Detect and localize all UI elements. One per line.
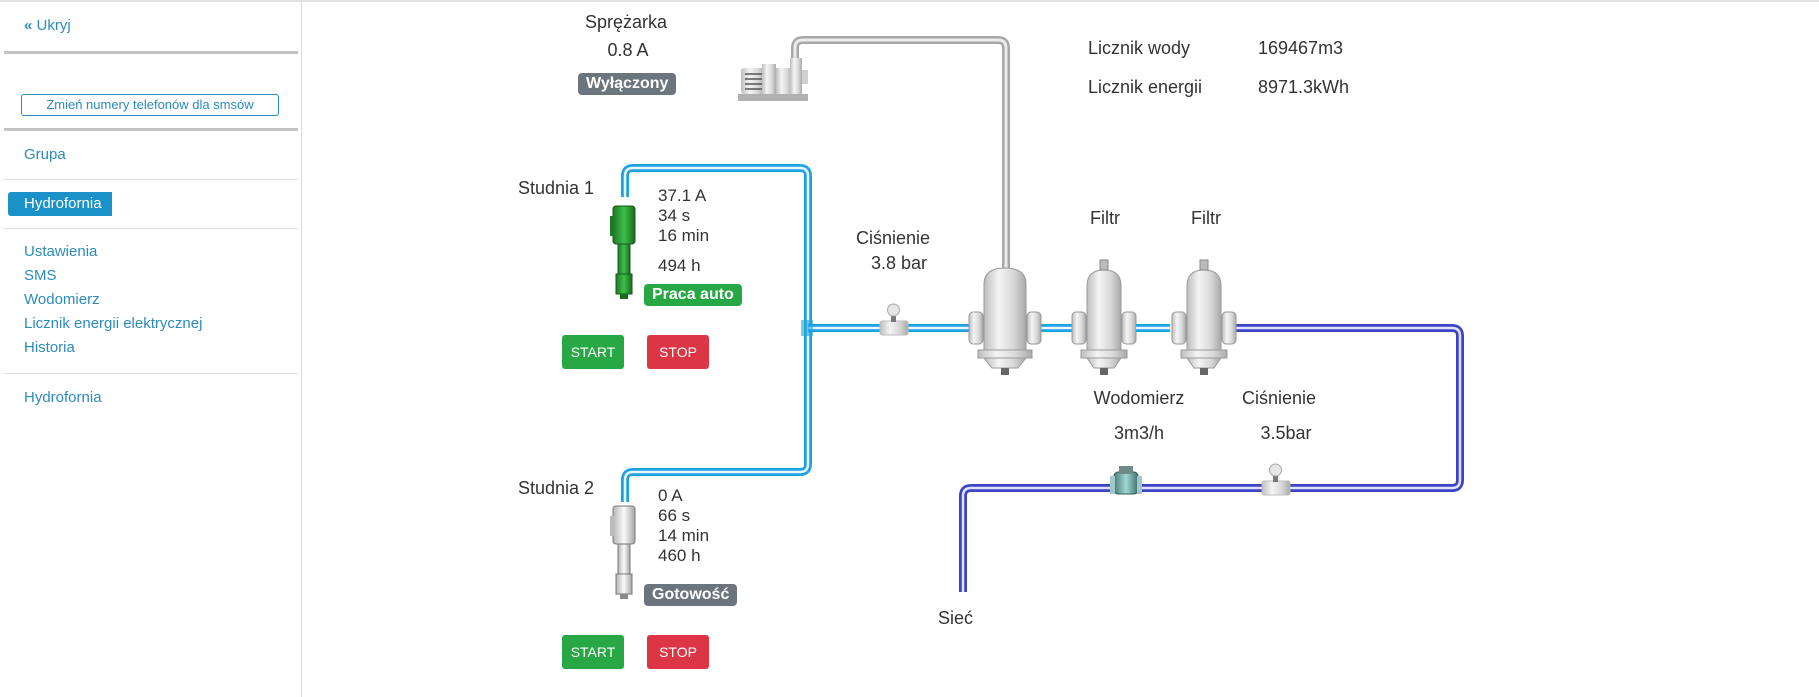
compressor-title: Sprężarka [584, 12, 668, 32]
menu-item-historia[interactable]: Historia [24, 339, 75, 356]
well-2-title: Studnia 2 [518, 478, 595, 498]
change-sms-numbers-button[interactable]: Zmień numery telefonów dla smsów [21, 94, 279, 116]
well-1-pump-icon [610, 205, 636, 299]
filter-vessel-main-icon [968, 267, 1042, 375]
compressor-pump-icon [738, 58, 808, 101]
menu-item-licznik-energii[interactable]: Licznik energii elektrycznej [24, 315, 203, 332]
network-label: Sieć [938, 608, 974, 628]
menu-item-wodomierz[interactable]: Wodomierz [24, 291, 100, 308]
well-pipes [621, 164, 1100, 502]
pressure-sensor-1-icon [879, 303, 909, 336]
divider [4, 128, 298, 131]
well-1-current: 37.1 A [658, 186, 707, 205]
well-2-hours: 460 h [658, 546, 701, 565]
divider [4, 373, 298, 374]
water-meter-label: Wodomierz [1093, 388, 1185, 408]
well-2-current: 0 A [658, 486, 683, 505]
filter-vessel-2-icon [1171, 259, 1237, 375]
filter-2-label: Filtr [1191, 208, 1221, 228]
well-1-status-badge: Praca auto [644, 284, 742, 306]
hide-label: Ukryj [36, 17, 71, 34]
active-group-hydrofornia[interactable]: Hydrofornia [8, 192, 112, 216]
pressure-1-label: Ciśnienie [855, 228, 931, 248]
menu-item-sms[interactable]: SMS [24, 267, 57, 284]
compressor-status-badge: Wyłączony [578, 73, 677, 95]
energy-counter-value: 8971.3kWh [1258, 77, 1350, 97]
pressure-2-value: 3.5bar [1260, 423, 1312, 443]
well-1-title: Studnia 1 [518, 178, 595, 198]
divider [4, 228, 298, 229]
well-2-pump-icon [610, 505, 636, 599]
group-link[interactable]: Grupa [24, 146, 66, 163]
water-meter-icon [1110, 466, 1142, 495]
energy-counter-label: Licznik energii [1088, 77, 1203, 97]
pressure-2-label: Ciśnienie [1241, 388, 1317, 408]
well-1-stop-button[interactable]: STOP [647, 335, 709, 369]
water-counter-label: Licznik wody [1088, 38, 1191, 58]
divider [4, 51, 298, 54]
well-2-status-badge: Gotowość [644, 584, 738, 606]
divider [4, 179, 298, 180]
network-pipes [959, 324, 1464, 592]
sidebar: « Ukryj Zmień numery telefonów dla smsów… [0, 2, 302, 697]
air-pipe [791, 36, 1010, 274]
pressure-1-value: 3.8 bar [870, 253, 928, 273]
well-1-hours: 494 h [658, 256, 701, 275]
well-1-seconds: 34 s [658, 206, 691, 225]
well-1-minutes: 16 min [658, 226, 710, 245]
pressure-sensor-2-icon [1261, 463, 1291, 496]
water-meter-value: 3m3/h [1113, 423, 1165, 443]
menu-item-hydrofornia[interactable]: Hydrofornia [24, 389, 102, 406]
well-2-seconds: 66 s [658, 506, 691, 525]
well-1-start-button[interactable]: START [562, 335, 624, 369]
hide-sidebar-link[interactable]: « Ukryj [24, 17, 71, 34]
menu-item-ustawienia[interactable]: Ustawienia [24, 243, 98, 260]
well-2-start-button[interactable]: START [562, 635, 624, 669]
well-2-stop-button[interactable]: STOP [647, 635, 709, 669]
water-counter-value: 169467m3 [1258, 38, 1344, 58]
filter-vessel-1-icon [1071, 259, 1170, 375]
filter-1-label: Filtr [1090, 208, 1120, 228]
double-chevron-left-icon: « [24, 17, 33, 34]
compressor-current: 0.8 A [607, 40, 649, 60]
well-2-minutes: 14 min [658, 526, 710, 545]
